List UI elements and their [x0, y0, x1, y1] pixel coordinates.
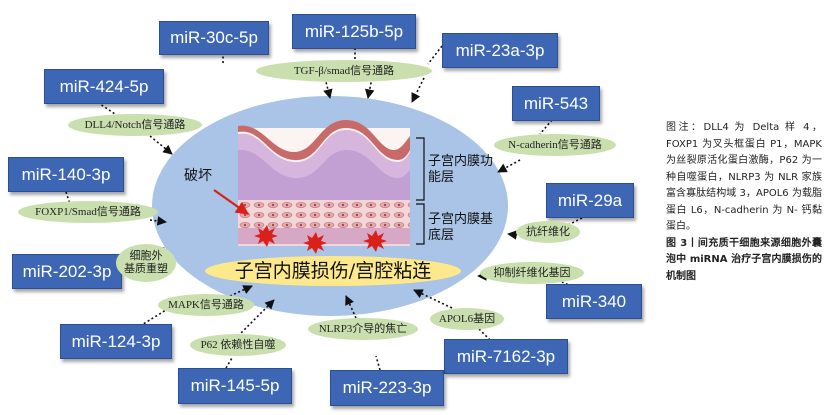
damage-label: 破坏 — [184, 168, 212, 184]
mirna-box-mir-145: miR-145-5p — [178, 368, 292, 404]
pathway-tgf: TGF-β/smad信号通路 — [256, 60, 432, 82]
caption-note: 图注：DLL4 为 Delta 样 4，FOXP1 为叉头框蛋白 P1，MAPK… — [666, 122, 822, 232]
mirna-box-mir-223: miR-223-3p — [330, 370, 444, 406]
mirna-box-mir-424: miR-424-5p — [44, 69, 164, 104]
mirna-box-mir-140: miR-140-3p — [8, 157, 124, 192]
figure-caption: 图注：DLL4 为 Delta 样 4，FOXP1 为叉头框蛋白 P1，MAPK… — [666, 120, 822, 285]
pathway-nlrp3: NLRP3介导的焦亡 — [308, 318, 418, 340]
mirna-box-mir-29a: miR-29a — [546, 183, 634, 218]
injury-label: 子宫内膜损伤/宫腔粘连 — [234, 260, 432, 282]
injury-highlight — [205, 256, 461, 286]
endometrium-illustration — [213, 120, 425, 254]
pathway-ncad: N-cadherin信号通路 — [494, 134, 616, 156]
pathway-antifib: 抗纤维化 — [516, 221, 580, 243]
mirna-box-mir-124: miR-124-3p — [60, 324, 172, 359]
mirna-box-mir-30c: miR-30c-5p — [159, 21, 269, 55]
pathway-dll4: DLL4/Notch信号通路 — [68, 114, 202, 136]
mirna-box-mir-7162: miR-7162-3p — [444, 339, 568, 374]
pathway-inhibfib: 抑制纤维化基因 — [480, 262, 584, 284]
pathway-mapk: MAPK信号通路 — [158, 294, 254, 316]
mirna-box-mir-125b: miR-125b-5p — [292, 14, 416, 49]
pathway-ecm: 细胞外 基质重塑 — [116, 244, 176, 282]
mirna-box-mir-543: miR-543 — [512, 86, 600, 121]
pathway-foxp1: FOXP1/Smad信号通路 — [18, 201, 158, 223]
mirna-box-mir-202: miR-202-3p — [12, 254, 122, 289]
mirna-box-mir-340: miR-340 — [546, 284, 642, 319]
caption-title: 图 3丨间充质干细胞来源细胞外囊泡中 miRNA 治疗子宫内膜损伤的机制图 — [666, 237, 822, 282]
pathway-apol6: APOL6基因 — [430, 308, 504, 330]
pathway-p62: P62 依赖性自噬 — [190, 334, 286, 356]
basal-layer-label: 子宫内膜基底层 — [428, 212, 494, 244]
functional-layer-label: 子宫内膜功能层 — [428, 154, 494, 186]
mirna-box-mir-23a: miR-23a-3p — [442, 33, 558, 68]
